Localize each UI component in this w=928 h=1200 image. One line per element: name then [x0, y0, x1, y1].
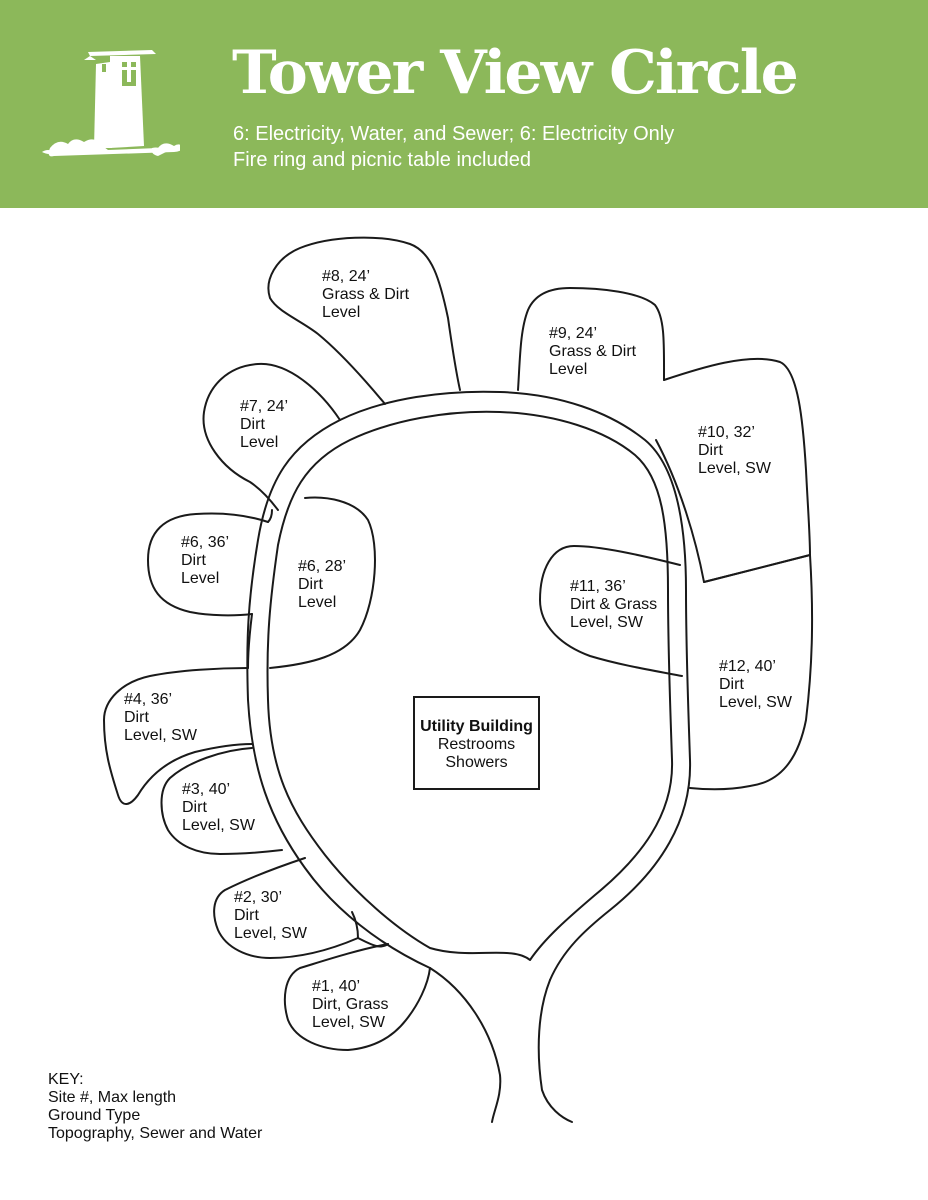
- site-number: #8, 24’: [322, 268, 371, 285]
- site-2-divider: [351, 911, 359, 939]
- site-number: #9, 24’: [549, 325, 598, 342]
- site-1-pad: [283, 943, 431, 1051]
- building-name: Utility Building: [420, 718, 533, 735]
- site-2-label: #2, 30’ Dirt Level, SW: [234, 889, 307, 943]
- ground-type: Grass & Dirt: [549, 343, 637, 360]
- site-6-connector: [247, 613, 253, 669]
- ground-type: Dirt & Grass: [570, 596, 658, 613]
- key-heading: KEY:: [48, 1071, 84, 1088]
- site-10-label: #10, 32’ Dirt Level, SW: [698, 424, 771, 478]
- topography: Level, SW: [234, 925, 307, 942]
- topography: Level, SW: [719, 694, 792, 711]
- header-banner: Tower View Circle 6: Electricity, Water,…: [0, 0, 928, 208]
- topography: Level, SW: [570, 614, 643, 631]
- campground-map: [103, 236, 814, 1123]
- ground-type: Dirt: [698, 442, 723, 459]
- site-number: #6, 36’: [181, 534, 230, 551]
- ground-type: Dirt: [719, 676, 744, 693]
- ground-type: Dirt: [181, 552, 206, 569]
- key-line-site: Site #, Max length: [48, 1089, 177, 1106]
- site-4-pad: [103, 667, 253, 805]
- site-number: #2, 30’: [234, 889, 283, 906]
- site-9-pad: [517, 287, 666, 391]
- site-1-label: #1, 40’ Dirt, Grass Level, SW: [312, 978, 388, 1032]
- site-number: #1, 40’: [312, 978, 361, 995]
- site-6-inner-label: #6, 28’ Dirt Level: [298, 558, 346, 612]
- topography: Level: [549, 361, 588, 378]
- site-6-outer-pad: [147, 512, 269, 617]
- site-3-label: #3, 40’ Dirt Level, SW: [182, 781, 255, 835]
- building-restrooms: Restrooms: [437, 736, 516, 753]
- ground-type: Dirt: [124, 709, 149, 726]
- site-6-outer-label: #6, 36’ Dirt Level: [181, 534, 229, 588]
- site-number: #3, 40’: [182, 781, 231, 798]
- ground-type: Dirt: [240, 416, 265, 433]
- topography: Level, SW: [124, 727, 197, 744]
- loop-road-inner-edge: [266, 410, 674, 961]
- topography: Level: [181, 570, 220, 587]
- site-9-label: #9, 24’ Grass & Dirt Level: [549, 325, 636, 379]
- amenities-note: Fire ring and picnic table included: [233, 149, 531, 171]
- key-line-topography: Topography, Sewer and Water: [48, 1125, 263, 1142]
- site-10-pad: [655, 357, 811, 583]
- key-line-ground: Ground Type: [48, 1107, 141, 1124]
- topography: Level: [298, 594, 337, 611]
- site-4-label: #4, 36’ Dirt Level, SW: [124, 691, 197, 745]
- site-7-connector: [267, 509, 273, 523]
- site-12-label: #12, 40’ Dirt Level, SW: [719, 658, 792, 712]
- site-number: #7, 24’: [240, 398, 289, 415]
- map-key: KEY: Site #, Max length Ground Type Topo…: [48, 1071, 262, 1143]
- page-title: Tower View Circle: [232, 38, 799, 108]
- site-number: #6, 28’: [298, 558, 347, 575]
- ground-type: Dirt: [234, 907, 259, 924]
- tower-logo-icon: [42, 50, 180, 157]
- ground-type: Grass & Dirt: [322, 286, 410, 303]
- topography: Level, SW: [182, 817, 255, 834]
- site-7-label: #7, 24’ Dirt Level: [240, 398, 288, 452]
- site-3-pad: [160, 747, 283, 855]
- topography: Level: [322, 304, 361, 321]
- utility-building: Utility Building Restrooms Showers: [413, 696, 540, 790]
- ground-type: Dirt: [182, 799, 207, 816]
- ground-type: Dirt: [298, 576, 323, 593]
- site-number: #12, 40’: [719, 658, 776, 675]
- site-number: #11, 36’: [570, 578, 626, 595]
- topography: Level: [240, 434, 279, 451]
- site-12-pad: [689, 554, 814, 791]
- site-11-label: #11, 36’ Dirt & Grass Level, SW: [570, 578, 657, 632]
- site-number: #4, 36’: [124, 691, 173, 708]
- topography: Level, SW: [312, 1014, 385, 1031]
- entrance-road-left-edge: [429, 967, 502, 1123]
- loop-road-outer-edge: [246, 390, 692, 981]
- site-8-label: #8, 24’ Grass & Dirt Level: [322, 268, 409, 322]
- site-11-pad: [539, 545, 683, 677]
- ground-type: Dirt, Grass: [312, 996, 389, 1013]
- hookup-summary: 6: Electricity, Water, and Sewer; 6: Ele…: [233, 123, 675, 145]
- building-showers: Showers: [445, 754, 508, 771]
- topography: Level, SW: [698, 460, 771, 477]
- site-number: #10, 32’: [698, 424, 755, 441]
- entrance-road-right-edge: [537, 979, 573, 1123]
- site-8-pad: [267, 236, 461, 405]
- site-6-inner-pad: [269, 496, 376, 669]
- site-7-pad: [202, 362, 341, 511]
